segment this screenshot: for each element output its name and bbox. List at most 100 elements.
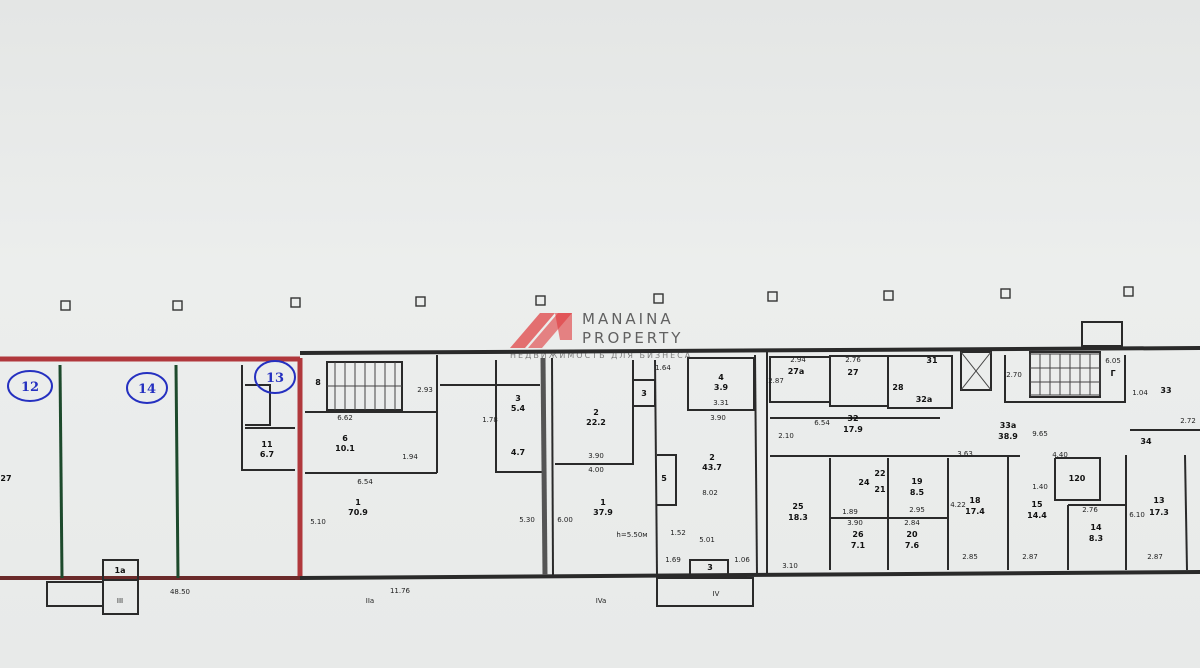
plan-label: 70.9 [348,508,368,517]
plan-label: 3 [707,563,713,572]
plan-label: 6.54 [357,478,373,486]
plan-label: 6.54 [814,419,830,427]
plan-label: 15 [1031,500,1043,509]
plan-label: 2.10 [778,432,794,440]
walls [0,321,1200,615]
plan-label: 1 [355,498,361,507]
plan-label: 1.69 [665,556,681,564]
plan-label: 1.89 [842,508,858,516]
plan-label: 32 [847,414,858,423]
plan-label: IIa [366,597,374,605]
plan-label: 1 [600,498,606,507]
plan-label: 6.05 [1105,357,1121,365]
plan-label: 2.94 [790,356,806,364]
plan-label: 5.01 [699,536,715,544]
plan-label: 3.31 [713,399,729,407]
plan-label: 28 [892,383,904,392]
plan-label: 2.87 [1147,553,1163,561]
plan-label: 14.4 [1027,511,1047,520]
room-labels-left: 27 116.7 8 610.1 170.9 35.4 4.7 222.2 13… [0,373,728,572]
plan-label: 26 [852,530,864,539]
plan-label: IVa [596,597,607,605]
plan-label: 7.1 [851,541,866,550]
plan-label: 2 [709,453,715,462]
plan-label: 22.2 [586,418,606,427]
plan-label: 18.3 [788,513,808,522]
plan-label: 3.9 [714,383,729,392]
plan-label: 2.87 [1022,553,1038,561]
plan-label: 18 [969,496,981,505]
plan-label: 2.87 [768,377,784,385]
plan-label: 27a [788,367,805,376]
watermark-logo: MANAINA PROPERTY НЕДВИЖИМОСТЬ ДЛЯ БИЗНЕС… [510,310,690,360]
plan-label: 17.4 [965,507,985,516]
plan-label: 33 [1160,386,1171,395]
plan-label: 2.95 [909,506,925,514]
plan-label: 4 [718,373,724,382]
plan-label: 2.93 [417,386,433,394]
total-length: 48.50 [170,588,190,596]
plan-label: 5 [661,474,667,483]
blue-room-markers [7,360,296,404]
plan-label: 38.9 [998,432,1018,441]
plan-label: 4.7 [511,448,525,457]
plan-label: 8 [315,378,321,387]
plan-label: 21 [874,485,886,494]
plan-label: 4.00 [588,466,604,474]
plan-label: 1a [115,566,126,575]
plan-label: 6.62 [337,414,353,422]
plan-label: 31 [926,356,938,365]
blue-marker: 13 [266,371,284,386]
plan-label: 20 [906,530,918,539]
plan-label: 3.90 [847,519,863,527]
plan-label: 2.76 [845,356,861,364]
column-markers [60,286,1134,311]
plan-label: 37.9 [593,508,613,517]
plan-label: 3 [515,394,521,403]
stairs [327,351,1101,410]
plan-label: 19 [911,477,923,486]
plan-label: 3.10 [782,562,798,570]
dimensions-right: 2.94 2.87 2.76 6.54 2.10 9.65 3.63 6.05 … [768,356,1196,570]
plan-label: 2.84 [904,519,920,527]
plan-label: 2 [593,408,599,417]
plan-label: 2.85 [962,553,978,561]
plan-label: 13 [1153,496,1164,505]
plan-label: 7.6 [905,541,920,550]
plan-label: 5.30 [519,516,535,524]
plan-label: 34 [1140,437,1152,446]
plan-label: 1.64 [655,364,671,372]
plan-label: 5.10 [310,518,326,526]
plan-label: 22 [874,469,885,478]
plan-label: 11 [261,440,273,449]
plan-label: 27 [847,368,858,377]
plan-label: 9.65 [1032,430,1048,438]
plan-label: 1.94 [402,453,418,461]
plan-label: 2.70 [1006,371,1022,379]
plan-label: 3.90 [710,414,726,422]
watermark-brand: MANAINA [582,310,674,328]
plan-label: 5.4 [511,404,526,413]
plan-label: 8.3 [1089,534,1103,543]
plan-label: IV [713,590,720,598]
plan-label: 3.90 [588,452,604,460]
plan-label: 3 [641,389,647,398]
plan-label: 17.3 [1149,508,1169,517]
blue-marker: 14 [138,382,156,397]
plan-label: 24 [858,478,870,487]
plan-label: 25 [792,502,804,511]
plan-label: 6 [342,434,348,443]
plan-label: 3.63 [957,450,973,458]
plan-label: 8.02 [702,489,718,497]
plan-label: 1.06 [734,556,750,564]
plan-label: 4.22 [950,501,966,509]
plan-label: III [117,597,123,605]
plan-label: 2.76 [1082,506,1098,514]
plan-label: 32a [916,395,933,404]
plan-label: 11.76 [390,587,411,595]
plan-label: 6.7 [260,450,274,459]
plan-label: 2.72 [1180,417,1196,425]
